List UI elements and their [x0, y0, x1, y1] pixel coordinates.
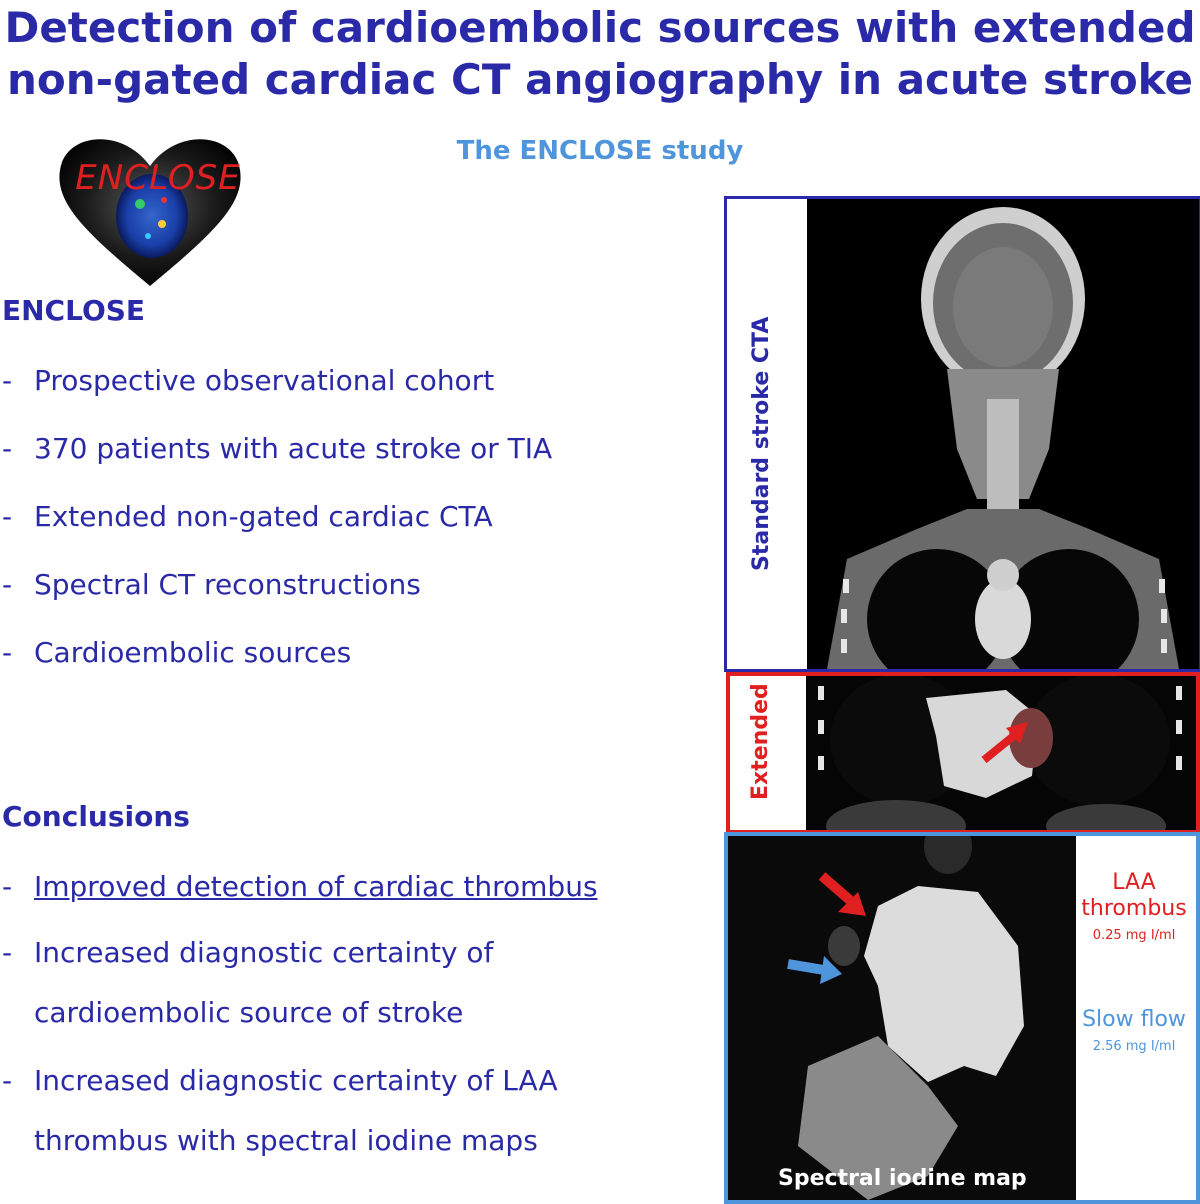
iodine-map-caption: Spectral iodine map — [778, 1166, 1027, 1191]
standard-cta-label: Standard stroke CTA — [749, 316, 774, 571]
bullet-text: Increased diagnostic certainty of — [34, 936, 494, 969]
title-line-1: Detection of cardioembolic sources with … — [4, 3, 1196, 52]
ct-extended-image — [806, 674, 1196, 852]
conclusions-heading: Conclusions — [2, 800, 190, 833]
bullet-dash: - — [2, 1064, 13, 1097]
laa-label-line1: LAA — [1112, 870, 1156, 895]
bullet-text: Prospective observational cohort — [34, 364, 495, 397]
bullet-text: 370 patients with acute stroke or TIA — [34, 432, 553, 465]
paper-title: Detection of cardioembolic sources with … — [0, 2, 1200, 106]
blue-arrow-icon — [787, 956, 842, 984]
heart-brain-logo-icon — [59, 139, 241, 286]
bullet-dash: - — [2, 870, 13, 903]
iodine-map-image: Spectral iodine map — [728, 818, 1076, 1200]
ct-heart-image — [806, 674, 1196, 852]
study-subtitle: The ENCLOSE study — [456, 136, 744, 166]
iodine-map-scan — [728, 818, 1076, 1200]
laa-label-line2: thrombus — [1081, 896, 1187, 921]
iodine-legend: LAA thrombus 0.25 mg I/ml Slow flow 2.56… — [1076, 836, 1192, 1200]
red-arrow-icon — [818, 872, 866, 916]
bullet-text: Extended non-gated cardiac CTA — [34, 500, 493, 533]
iodine-map-frame: Spectral iodine map LAA thrombus 0.25 mg… — [724, 818, 1200, 1204]
bullet-dash: - — [2, 568, 13, 601]
logo-text: ENCLOSE — [75, 158, 241, 198]
bullet-dash: - — [2, 364, 13, 397]
title-line-2: non-gated cardiac CT angiography in acut… — [7, 55, 1193, 104]
ct-coronal-image — [807, 199, 1199, 689]
standard-cta-frame: Standard stroke CTA — [724, 196, 1200, 689]
enclose-logo: ENCLOSE — [40, 128, 260, 288]
slow-flow-label: Slow flow — [1082, 1007, 1186, 1032]
slow-flow-value: 2.56 mg I/ml — [1092, 1039, 1176, 1054]
ct-scan-image — [807, 199, 1199, 689]
red-arrow-icon — [981, 722, 1028, 764]
bullet-text-continued: cardioembolic source of stroke — [34, 996, 464, 1029]
extended-label: Extended — [748, 683, 773, 800]
bullet-text: Cardioembolic sources — [34, 636, 352, 669]
bullet-dash: - — [2, 500, 13, 533]
laa-value: 0.25 mg I/ml — [1092, 928, 1176, 943]
bullet-text: Improved detection of cardiac thrombus — [34, 870, 598, 903]
extended-frame: Extended — [726, 672, 1200, 852]
bullet-text: Spectral CT reconstructions — [34, 568, 421, 601]
bullet-dash: - — [2, 432, 13, 465]
ct-figure: Standard stroke CTA — [724, 196, 1200, 1204]
bullet-dash: - — [2, 936, 13, 969]
bullet-text: Increased diagnostic certainty of LAA — [34, 1064, 558, 1097]
enclose-heading: ENCLOSE — [2, 294, 146, 327]
bullet-text-continued: thrombus with spectral iodine maps — [34, 1124, 538, 1157]
bullet-dash: - — [2, 636, 13, 669]
